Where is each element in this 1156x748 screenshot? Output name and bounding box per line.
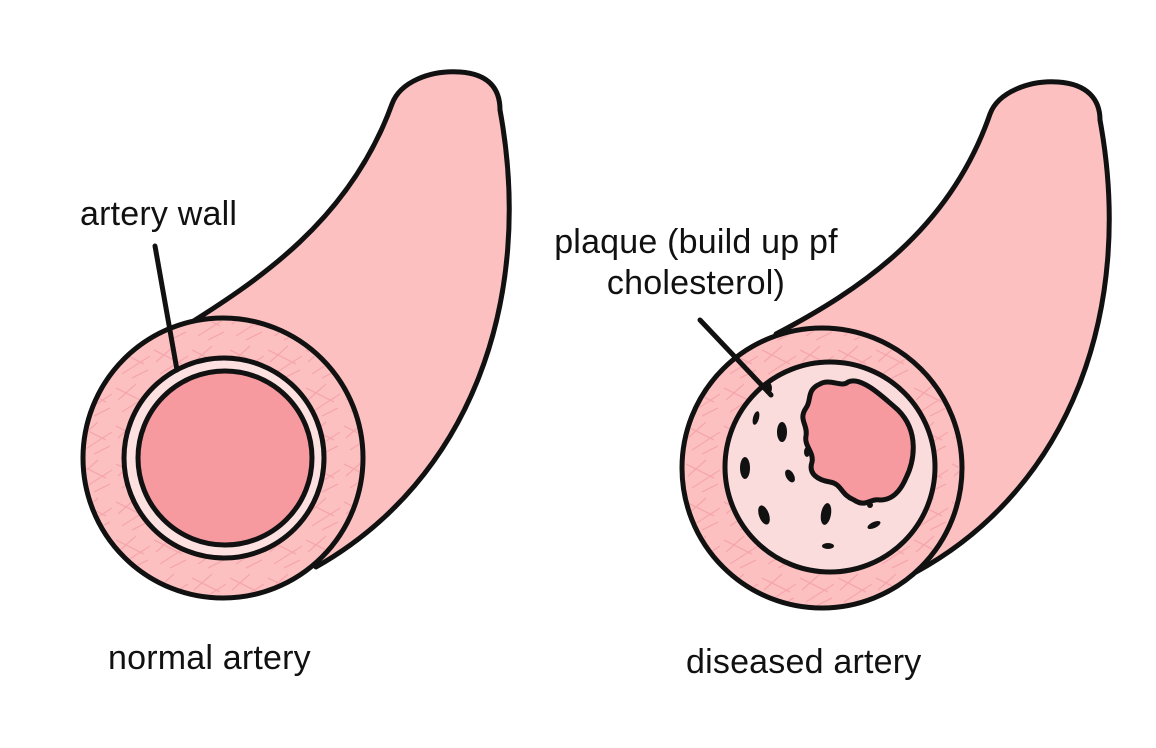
plaque-label: plaque (build up pf cholesterol) xyxy=(528,222,864,304)
diseased-artery-lumen xyxy=(800,378,916,506)
diseased-artery-caption: diseased artery xyxy=(686,643,922,681)
cholesterol-deposits xyxy=(740,382,881,549)
plaque-label-line1: plaque (build up pf xyxy=(554,223,838,261)
plaque-callout-line xyxy=(697,317,774,398)
plaque-label-line2: cholesterol) xyxy=(606,263,786,302)
normal-artery-caption: normal artery xyxy=(108,639,311,677)
artery-wall-callout-line xyxy=(152,243,180,373)
artery-wall-label: artery wall xyxy=(80,195,238,233)
diseased-artery xyxy=(679,79,1112,611)
normal-artery-lumen xyxy=(135,368,315,548)
normal-artery xyxy=(80,69,512,601)
